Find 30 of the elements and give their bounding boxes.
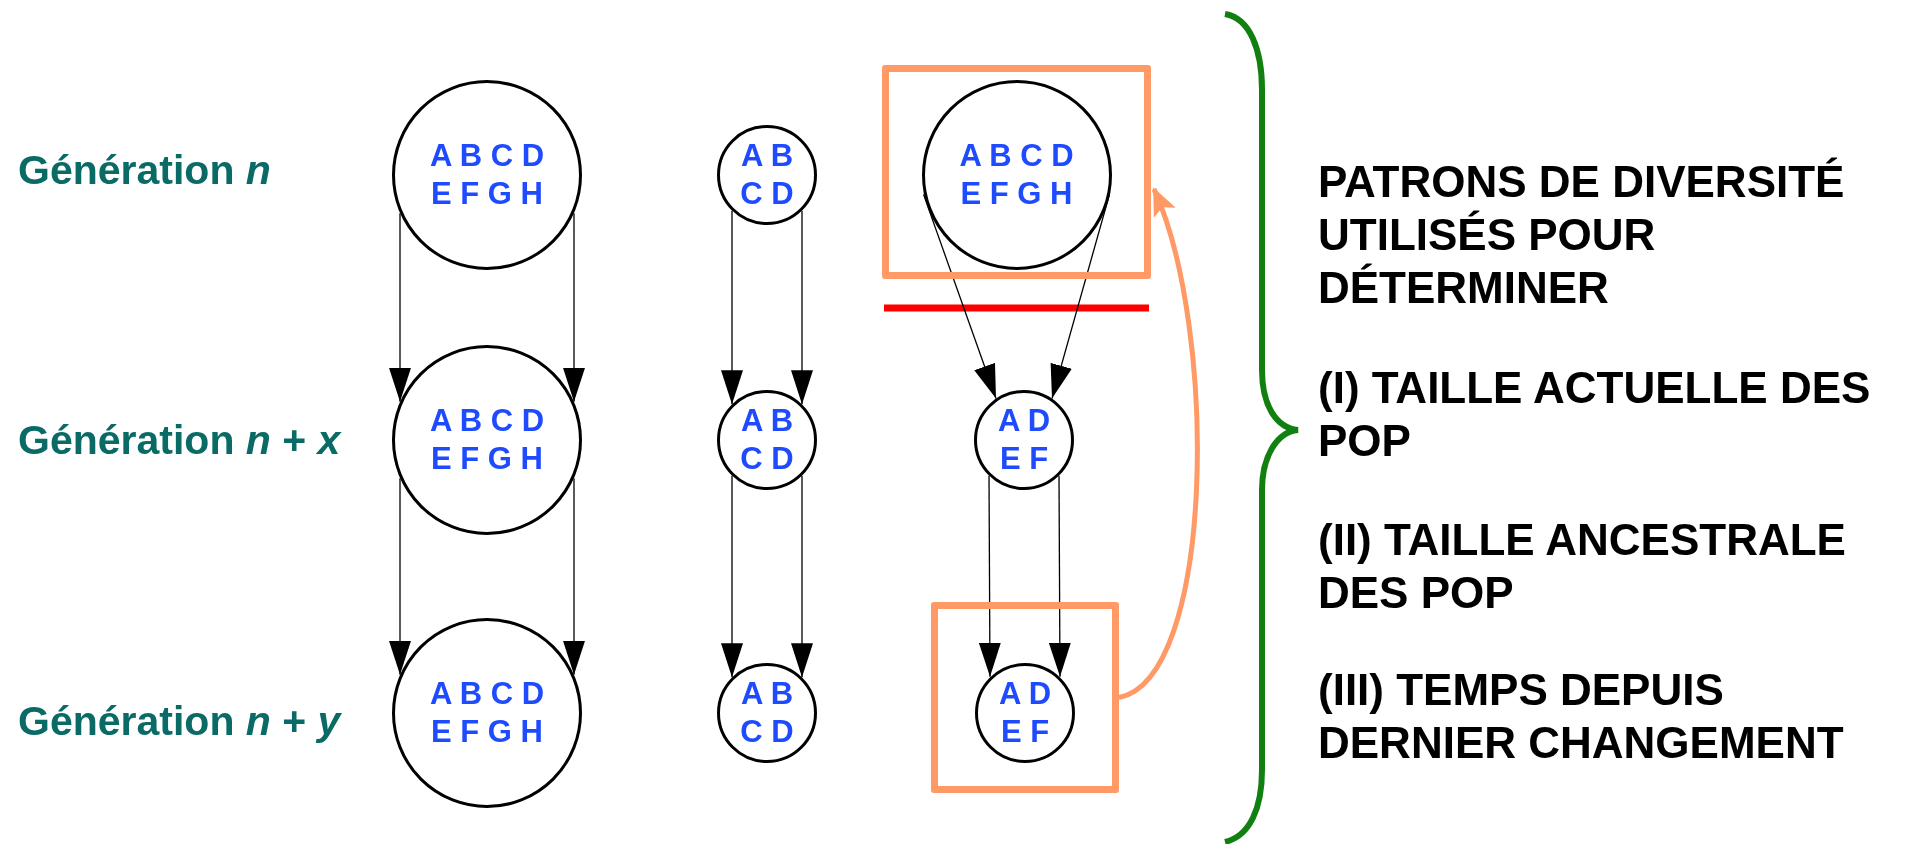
allele-letters: A B C D E F G H [428,137,546,213]
arrow [563,212,585,403]
arrow [978,475,1001,678]
allele-letters: A B C D [739,137,795,213]
allele-letters: A D E F [996,402,1052,478]
allele-letters: A B C D E F G H [958,137,1075,213]
arrow [563,477,585,676]
summary-text: (II) TAILLE ANCESTRALE DES POP [1318,514,1847,619]
allele-letters: A B C D [739,402,795,478]
arrow [721,475,743,678]
arrow [389,212,411,403]
allele-letters: A D E F [997,674,1053,751]
generation-label: Génération n [18,146,271,196]
arrow [791,475,813,678]
arrow [922,193,997,400]
allele-letters: A B C D [739,675,795,751]
generation-label: Génération n + x [18,416,341,466]
summary-text: (III) TEMPS DEPUIS DERNIER CHANGEMENT [1318,664,1845,769]
summary-text: (I) TAILLE ACTUELLE DES POP [1318,362,1872,467]
summary-text: PATRONS DE DIVERSITÉ UTILISÉS POUR DÉTERMINER [1318,156,1846,314]
allele-letters: A B C D E F G H [428,402,546,478]
highlight-box [882,65,1151,279]
highlight-box [931,602,1119,793]
arrow [791,210,813,405]
arrow [721,210,743,405]
arrow [1117,187,1200,700]
arrow [1048,475,1071,678]
generation-label: Génération n + y [18,697,341,747]
allele-letters: A B C D E F G H [428,675,546,751]
arrow [389,477,411,676]
